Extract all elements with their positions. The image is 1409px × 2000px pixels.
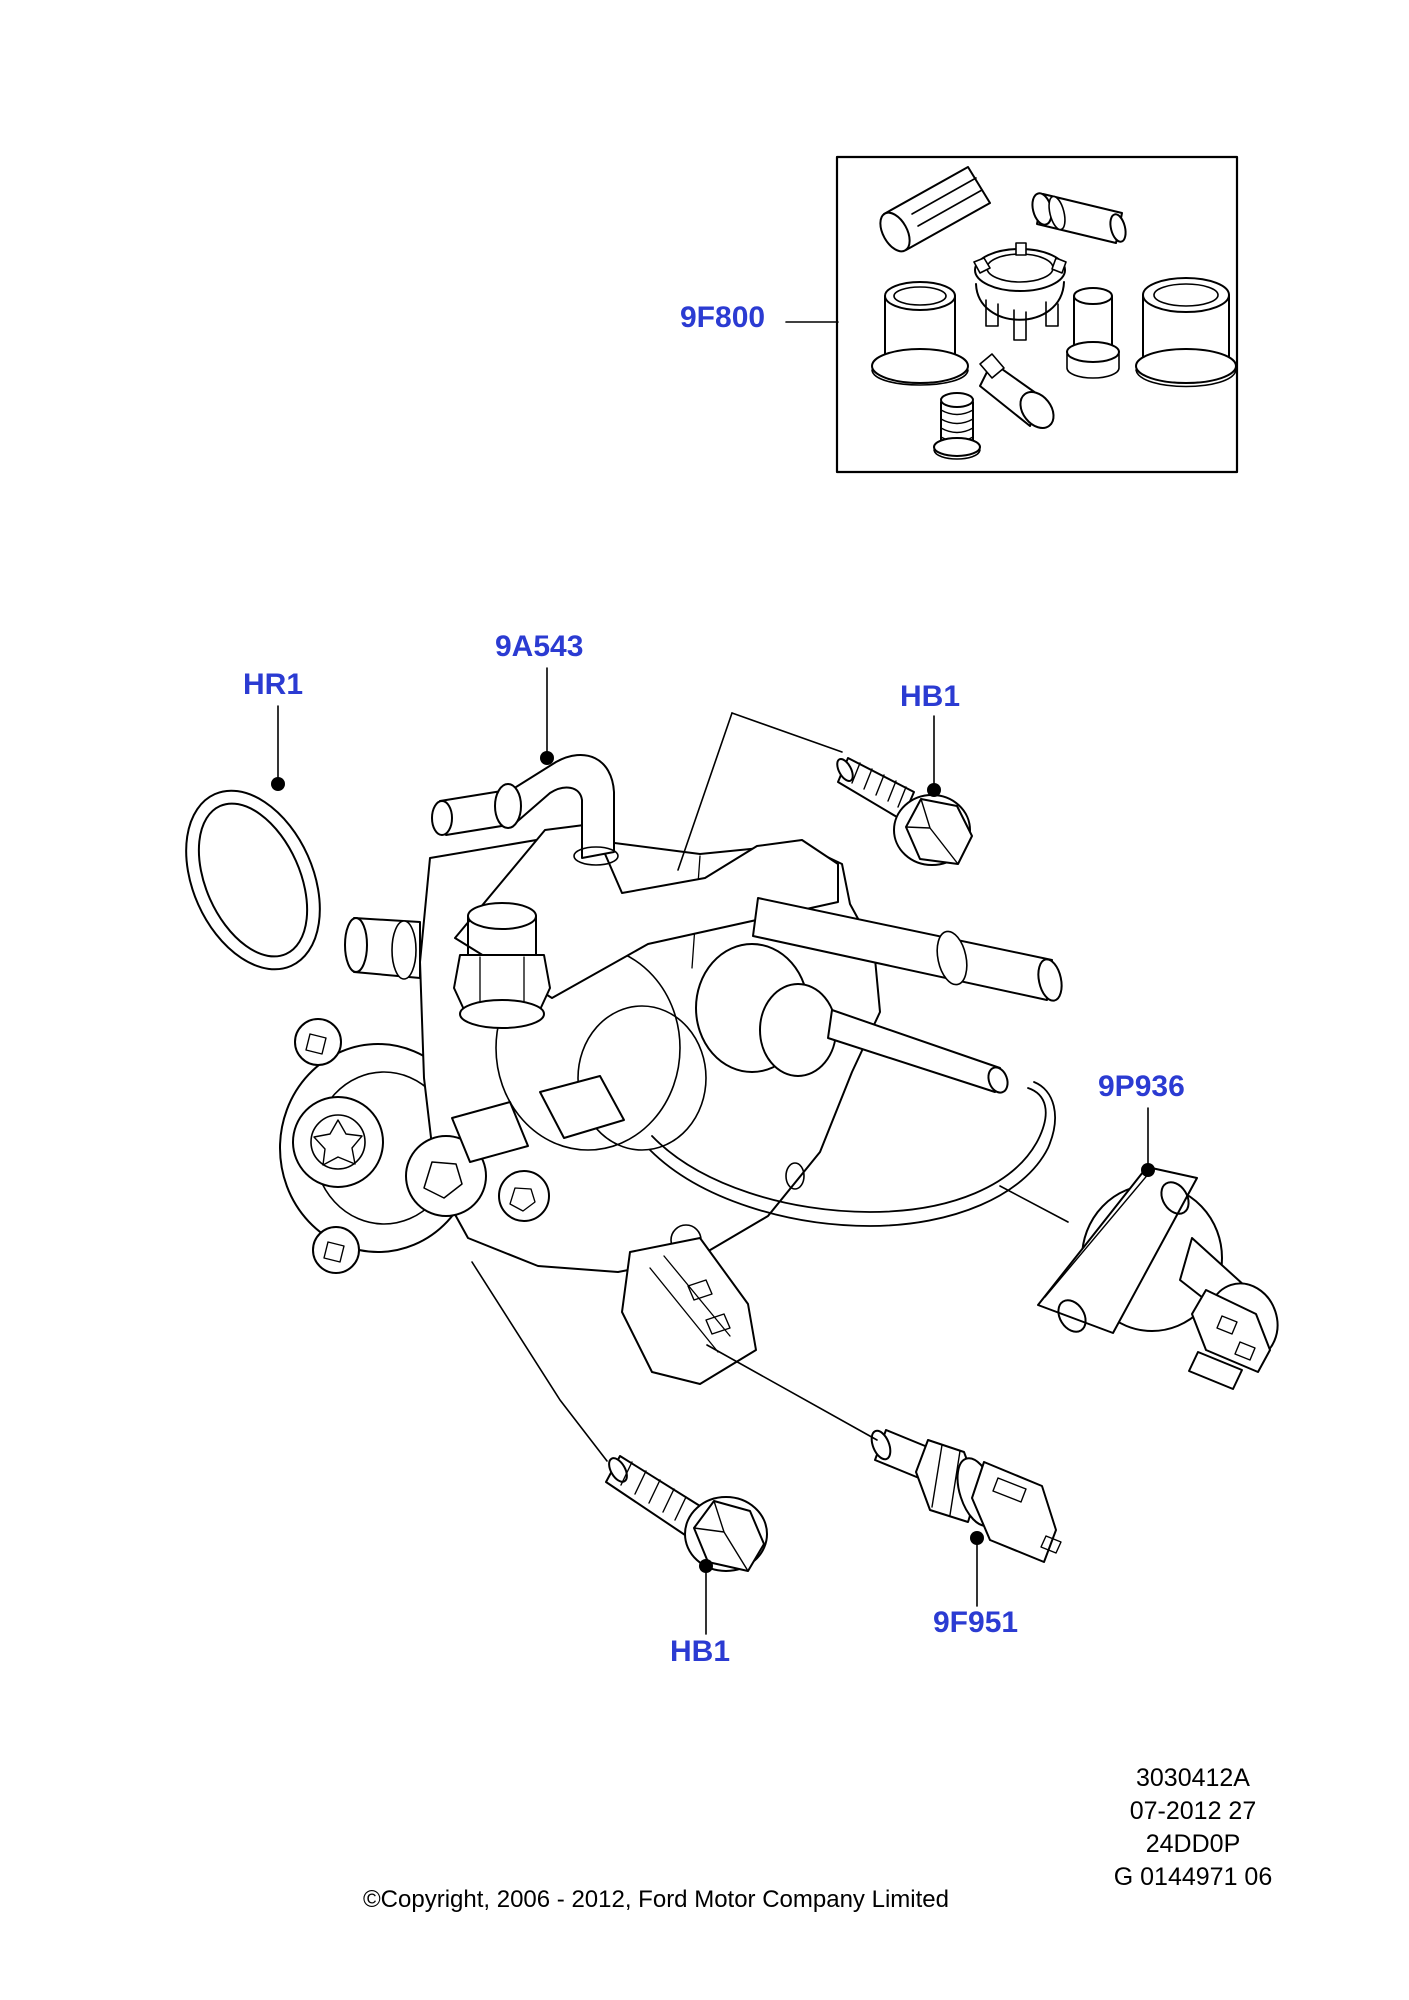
catalog-code: 24DD0P [1145,1830,1241,1858]
part-label-hb1-bottom[interactable]: HB1 [670,1635,731,1668]
part-label-hb1-top[interactable]: HB1 [900,680,961,713]
part-label-9a543[interactable]: 9A543 [495,630,584,663]
part-label-9f800[interactable]: 9F800 [680,301,766,334]
sensor-9f951 [870,1429,1062,1563]
bolt-bottom [605,1455,768,1572]
copyright-text: ©Copyright, 2006 - 2012, Ford Motor Comp… [363,1886,949,1913]
part-label-9f951[interactable]: 9F951 [933,1606,1019,1639]
reference-block: 3030412A 07-2012 27 24DD0P G 0144971 06 [1093,1762,1293,1894]
bolt-top [836,757,973,866]
drawing-number: G 0144971 06 [1113,1863,1273,1891]
revision-date: 07-2012 27 [1129,1797,1257,1825]
o-ring [185,789,321,971]
kit-parts [871,166,1237,460]
part-label-9p936[interactable]: 9P936 [1098,1070,1185,1103]
figure-number: 3030412A [1135,1764,1250,1792]
leader-dots [271,751,1155,1573]
pump-assembly [279,754,1063,1385]
part-label-hr1[interactable]: HR1 [243,668,304,701]
valve-9p936 [1037,1166,1279,1390]
leader-lines [277,321,1149,1635]
